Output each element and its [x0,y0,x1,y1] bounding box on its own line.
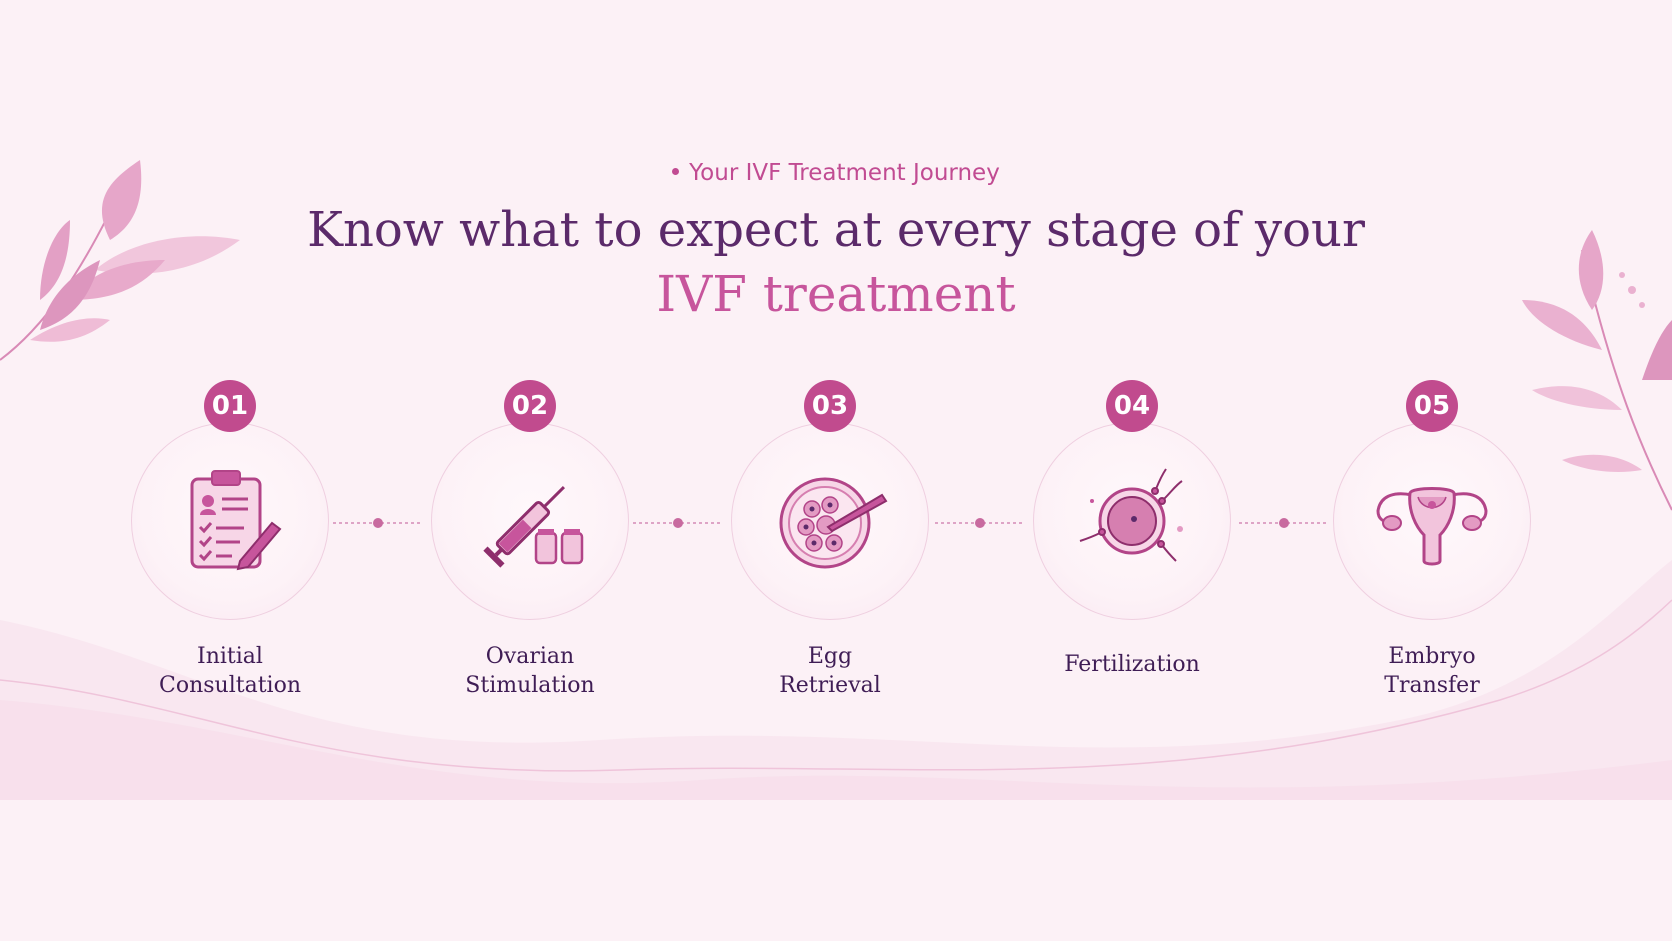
title-line-1: Know what to expect at every stage of yo… [307,202,1365,258]
step-egg-retrieval: 03 Egg Retrieval [725,380,935,700]
bullet-dot [672,168,680,175]
eyebrow-text: Your IVF Treatment Journey [0,160,1672,186]
step-label: Egg Retrieval [779,644,881,698]
step-icon-circle [1033,422,1231,620]
leaves-decoration-left [0,160,240,361]
step-icon-circle [431,422,629,620]
step-number-badge: 02 [504,380,556,432]
step-icon-circle [731,422,929,620]
step-icon-circle [131,422,329,620]
step-number-badge: 04 [1106,380,1158,432]
connector-2-3 [633,518,723,528]
clipboard-icon [190,470,282,571]
step-label: Ovarian Stimulation [465,644,595,698]
eyebrow-label: Your IVF Treatment Journey [689,160,1000,186]
step-label: Embryo Transfer [1384,644,1480,698]
connector-4-5 [1239,518,1329,528]
step-label: Fertilization [1064,652,1200,677]
syringe-icon [483,485,584,568]
step-number-badge: 01 [204,380,256,432]
leaves-decoration-right [1522,230,1672,511]
connector-1-2 [333,518,423,528]
uterus-icon [1376,487,1488,566]
petri-dish-icon [779,477,888,569]
connector-3-4 [935,518,1025,528]
step-embryo-transfer: 05 Embryo Transfer [1327,380,1537,700]
step-number-badge: 03 [804,380,856,432]
step-icon-circle [1333,422,1531,620]
step-fertilization: 04 Fertilization [1027,380,1237,679]
title-line-2: IVF treatment [656,265,1016,323]
step-number-badge: 05 [1406,380,1458,432]
step-initial-consultation: 01 Initial Consultation [125,380,335,700]
step-ovarian-stimulation: 02 Ovarian Stimulation [425,380,635,700]
page-title: Know what to expect at every stage of yo… [0,198,1672,326]
egg-cell-icon [1079,468,1183,562]
step-label: Initial Consultation [159,644,301,698]
